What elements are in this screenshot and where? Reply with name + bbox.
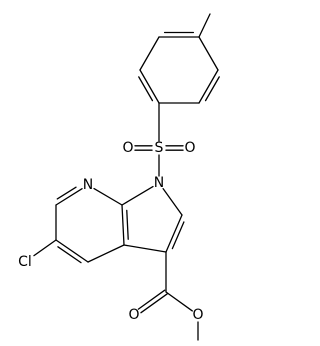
bond-C7a-N1 <box>121 185 154 206</box>
atom-label-O2: O <box>184 140 195 156</box>
bond-T1-T2 <box>158 31 200 38</box>
bond-C7a-N7 <box>93 187 123 206</box>
bond-C5-Cl <box>33 239 57 257</box>
bond-T6-T1 <box>198 36 219 71</box>
atom-label-S: S <box>155 140 164 156</box>
atom-label-N1: N <box>154 175 164 191</box>
bond-T3-T4 <box>138 69 160 104</box>
bond-T2-T3 <box>139 36 160 71</box>
bond-S-O1 <box>134 145 153 151</box>
bond-C2-C3 <box>165 214 185 253</box>
bond-Cc-Od <box>137 289 168 314</box>
atom-label-Cl: Cl <box>18 254 32 270</box>
bond-C3a-C7a <box>121 204 129 246</box>
atom-label-O1: O <box>122 140 133 156</box>
bond-C4-C3a <box>87 244 125 263</box>
bond-C3-C3a <box>123 244 167 253</box>
bond-S-O2 <box>165 145 184 151</box>
atom-label-N7: N <box>83 177 93 193</box>
bond-T5-T6 <box>198 69 220 104</box>
atom-label-Od: O <box>128 307 139 323</box>
bond-N1-C2 <box>162 188 183 216</box>
bond-Cc-Os <box>165 291 193 312</box>
bond-C5-C4 <box>55 239 89 264</box>
bond-Me-T1 <box>198 13 211 38</box>
bond-N7-C6 <box>55 186 83 206</box>
atom-label-Os: O <box>192 307 203 323</box>
bonds <box>33 13 220 341</box>
